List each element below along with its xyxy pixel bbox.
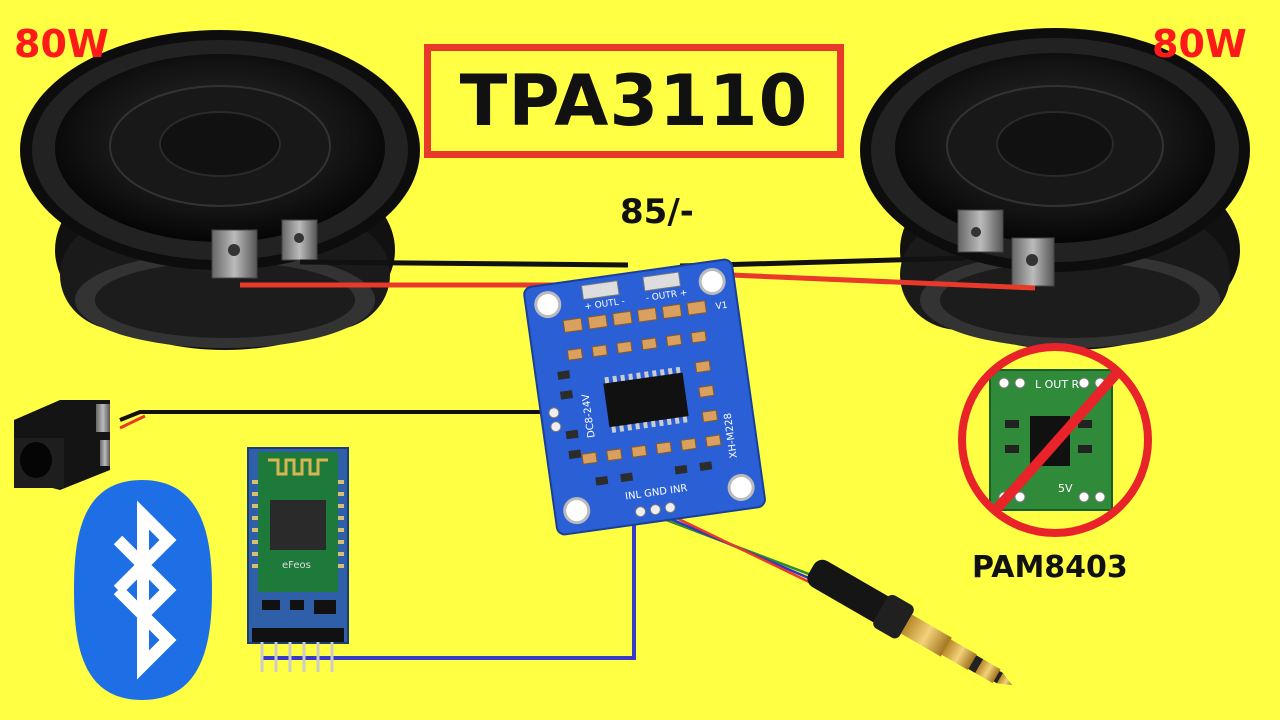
pam8403-label: PAM8403: [972, 550, 1128, 585]
wire-input-right: [659, 508, 835, 596]
wire-bluetooth-ground: [262, 515, 636, 660]
title-box: TPA3110: [424, 44, 844, 158]
pam-voltage-label: 5V: [1058, 482, 1073, 495]
audio-jack-icon: [807, 559, 1013, 686]
page-title: TPA3110: [459, 60, 809, 142]
amp-corner-label: V1: [715, 301, 728, 313]
price-label: 85/-: [620, 192, 694, 232]
speaker-right-icon: [860, 28, 1250, 350]
prohibited-icon: [958, 343, 1152, 537]
bluetooth-icon: [74, 480, 212, 700]
speaker-left-icon: [20, 30, 420, 350]
pam-out-label: L OUT R: [1035, 378, 1080, 391]
bluetooth-module: eFeos: [247, 447, 349, 672]
wire-power-ground: [119, 410, 548, 422]
speaker-right-wattage: 80W: [1152, 22, 1247, 66]
wire-power-positive: [119, 414, 146, 430]
speaker-left-wattage: 80W: [14, 22, 109, 66]
wire-outl-negative: [299, 259, 629, 268]
dc-jack-icon: [14, 400, 110, 490]
amplifier-board: + OUTL - - OUTR + INL GND INR V1 XH-M228…: [523, 258, 766, 536]
bluetooth-module-brand: eFeos: [282, 560, 311, 571]
